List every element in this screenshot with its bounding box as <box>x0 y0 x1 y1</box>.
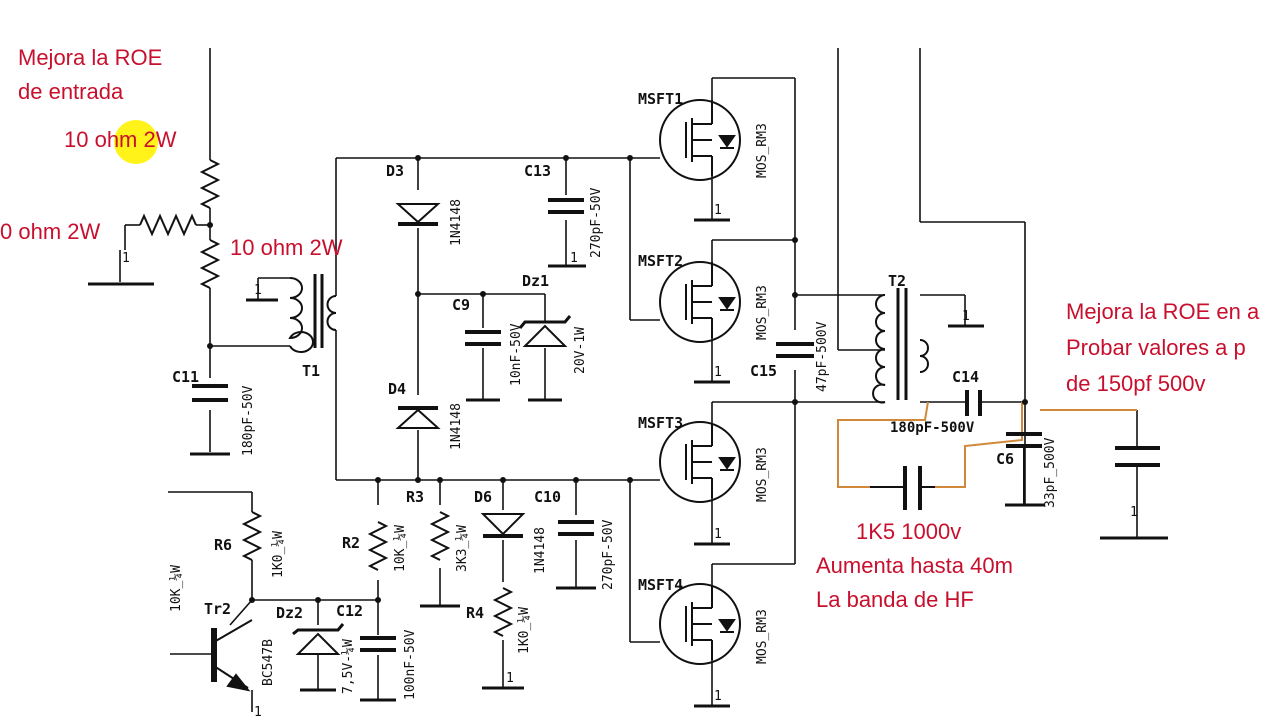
value-rb: 10K_¼W <box>169 565 184 612</box>
label-r4: R4 <box>466 604 484 622</box>
pin-1-h: 1 <box>962 309 970 324</box>
junctions <box>207 155 1028 603</box>
diodes <box>292 203 572 655</box>
annotation-cap-3: La banda de HF <box>816 587 974 612</box>
resistor-r-left <box>139 213 197 237</box>
label-d4: D4 <box>388 380 406 398</box>
transistor-tr2 <box>211 619 253 692</box>
type-msft1: MOS_RM3 <box>755 123 770 178</box>
value-c6: 33pF_500V <box>1043 437 1058 508</box>
label-d3: D3 <box>386 162 404 180</box>
label-c6: C6 <box>996 450 1014 468</box>
value-r6: 1K0_¼W <box>271 531 286 578</box>
value-d6: 1N4148 <box>533 527 548 574</box>
mosfet-msft3 <box>659 421 741 503</box>
mosfet-msft2 <box>659 261 741 343</box>
annotation-r-top: 10 ohm 2W <box>64 127 177 152</box>
value-c14: 180pF-500V <box>890 420 975 436</box>
pin-1-c: 1 <box>570 251 578 266</box>
pin-1-d: 1 <box>714 203 722 218</box>
label-c15: C15 <box>750 362 777 380</box>
type-msft3: MOS_RM3 <box>755 447 770 502</box>
label-c9: C9 <box>452 296 470 314</box>
resistor-r-top <box>201 159 219 209</box>
mosfet-msft4 <box>659 583 741 665</box>
ground-symbols <box>88 218 1168 708</box>
label-dz1: Dz1 <box>522 272 549 290</box>
pin-1-e: 1 <box>714 365 722 380</box>
mosfet-msft1 <box>659 99 741 181</box>
label-r2: R2 <box>342 534 360 552</box>
pin-1-b: 1 <box>254 283 262 298</box>
value-dz2: 7,5V-¼W <box>341 639 356 694</box>
resistor-r3 <box>431 511 449 561</box>
annotation-roe-input-2: de entrada <box>18 79 124 104</box>
type-msft2: MOS_RM3 <box>755 285 770 340</box>
type-msft4: MOS_RM3 <box>755 609 770 664</box>
pin-1-g: 1 <box>714 689 722 704</box>
value-c15: 47pF-500V <box>815 321 830 392</box>
value-c11: 180pF-50V <box>241 385 256 456</box>
wires <box>119 48 1138 712</box>
capacitor-plates <box>192 198 1160 652</box>
value-c12: 100nF-50V <box>403 629 418 700</box>
value-dz1: 20V-1W <box>573 327 588 374</box>
label-msft4: MSFT4 <box>638 576 683 594</box>
annotation-roe-out-1: Mejora la ROE en a <box>1066 299 1260 324</box>
cap-bridge-lines <box>870 446 1025 505</box>
label-t1: T1 <box>302 362 320 380</box>
label-c11: C11 <box>172 368 199 386</box>
label-r6: R6 <box>214 536 232 554</box>
pin-1-a: 1 <box>122 251 130 266</box>
label-c14: C14 <box>952 368 979 386</box>
annotation-roe-out-3: de 150pf 500v <box>1066 371 1206 396</box>
resistor-r4 <box>494 587 512 637</box>
transformer-t1 <box>288 274 337 353</box>
annotation-roe-input-1: Mejora la ROE <box>18 45 163 70</box>
value-tr2: BC547B <box>261 639 276 686</box>
component-labels: D3 1N4148 C13 270pF-50V Dz1 20V-1W C9 10… <box>122 90 1138 720</box>
added-capacitor-wiring <box>837 401 1137 488</box>
value-c9: 10nF-50V <box>509 323 524 386</box>
label-t2: T2 <box>888 272 906 290</box>
value-d3: 1N4148 <box>449 199 464 246</box>
annotation-cap-2: Aumenta hasta 40m <box>816 553 1013 578</box>
value-r3: 3K3_¼W <box>455 525 470 572</box>
resistor-r-bottom <box>201 239 219 289</box>
value-r4: 1K0_¼W <box>517 607 532 654</box>
pin-1-k: 1 <box>254 705 262 720</box>
label-d6: D6 <box>474 488 492 506</box>
resistor-r2 <box>369 521 387 571</box>
pin-1-j: 1 <box>506 671 514 686</box>
annotation-r-left: 0 ohm 2W <box>0 219 101 244</box>
label-msft2: MSFT2 <box>638 252 683 270</box>
resistor-r6 <box>243 511 261 561</box>
annotation-roe-out-2: Probar valores a p <box>1066 335 1246 360</box>
value-r2: 10K_¼W <box>393 525 408 572</box>
transformer-t2 <box>872 288 929 404</box>
label-tr2: Tr2 <box>204 600 231 618</box>
pin-1-f: 1 <box>714 527 722 542</box>
cursor-highlight <box>114 120 158 164</box>
label-c10: C10 <box>534 488 561 506</box>
label-c12: C12 <box>336 602 363 620</box>
value-c10: 270pF-50V <box>601 519 616 590</box>
label-r3: R3 <box>406 488 424 506</box>
label-msft3: MSFT3 <box>638 414 683 432</box>
pin-1-i: 1 <box>1130 505 1138 520</box>
annotation-cap-1: 1K5 1000v <box>856 519 962 544</box>
label-dz2: Dz2 <box>276 604 303 622</box>
value-d4: 1N4148 <box>449 403 464 450</box>
label-c13: C13 <box>524 162 551 180</box>
value-c13: 270pF-50V <box>589 187 604 258</box>
label-msft1: MSFT1 <box>638 90 683 108</box>
annotation-r-bottom: 10 ohm 2W <box>230 235 343 260</box>
